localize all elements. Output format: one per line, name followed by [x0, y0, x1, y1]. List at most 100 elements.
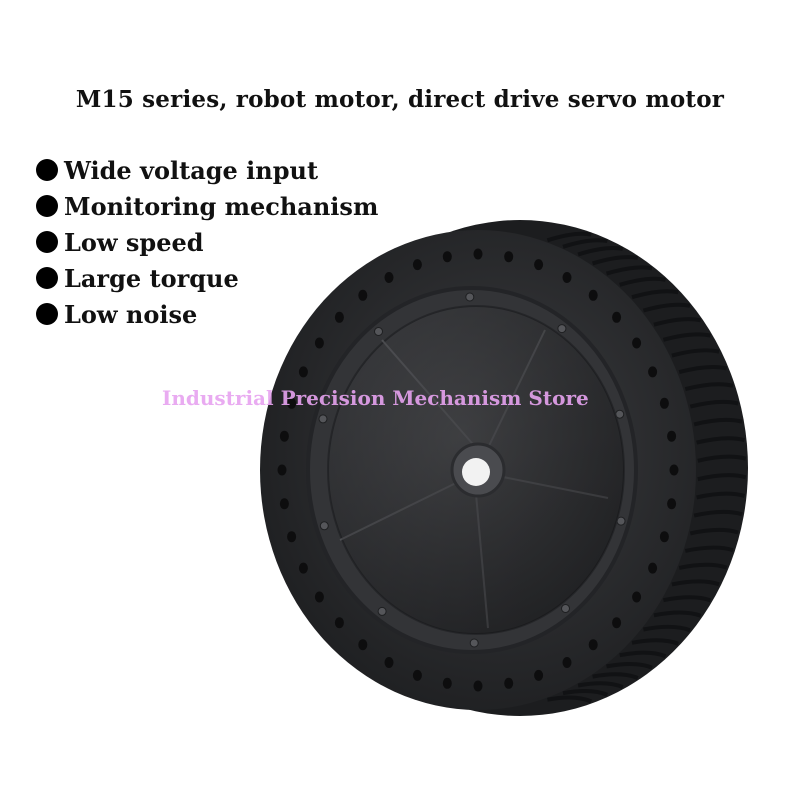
- feature-item: Wide voltage input: [36, 152, 378, 188]
- vent-hole: [358, 289, 368, 301]
- tread-groove: [671, 348, 720, 358]
- tread-groove: [684, 382, 734, 392]
- vent-hole: [287, 531, 297, 543]
- feature-item: Monitoring mechanism: [36, 188, 378, 224]
- vent-hole: [632, 591, 642, 603]
- bullet-icon: [36, 267, 58, 289]
- vent-hole: [667, 430, 677, 442]
- tread-groove: [697, 473, 747, 482]
- tread-groove: [678, 364, 728, 375]
- product-title: M15 series, robot motor, direct drive se…: [75, 86, 725, 113]
- tread-groove: [653, 317, 702, 327]
- feature-list: Wide voltage input Monitoring mechanism …: [36, 152, 378, 332]
- vent-hole: [442, 251, 452, 263]
- vent-hole: [334, 311, 344, 323]
- vent-hole: [298, 366, 308, 378]
- screw: [319, 521, 329, 531]
- tread-groove: [642, 302, 691, 313]
- tread-groove: [643, 624, 691, 633]
- bullet-icon: [36, 303, 58, 325]
- tread-groove: [592, 672, 639, 680]
- tread-groove: [562, 238, 608, 249]
- tread-groove: [671, 579, 720, 587]
- vent-hole: [562, 657, 572, 668]
- tread-groove: [662, 332, 711, 342]
- tread-groove: [678, 562, 728, 570]
- vent-hole: [279, 498, 289, 510]
- vent-hole: [277, 464, 287, 476]
- vent-hole: [473, 680, 483, 692]
- tread-groove: [577, 681, 624, 689]
- vent-hole: [534, 259, 544, 271]
- vent-hole: [667, 498, 677, 510]
- screw: [374, 327, 383, 336]
- tread-groove: [689, 527, 739, 536]
- vent-hole: [648, 562, 658, 574]
- tread-groove: [684, 545, 734, 553]
- vent-hole: [659, 397, 669, 409]
- tread-groove: [697, 454, 747, 463]
- vent-hole: [588, 289, 598, 301]
- screw: [318, 414, 328, 424]
- vent-hole: [612, 311, 622, 323]
- bullet-icon: [36, 159, 58, 181]
- vent-hole: [504, 251, 514, 263]
- vent-hole: [588, 639, 598, 651]
- vent-hole: [358, 639, 368, 651]
- tread-groove: [693, 509, 743, 518]
- tread-groove: [696, 491, 746, 500]
- tire-tread: [546, 231, 747, 704]
- vent-hole: [504, 677, 514, 689]
- screw: [561, 604, 570, 613]
- vent-hole: [442, 677, 452, 689]
- vent-hole: [534, 669, 544, 681]
- tread-groove: [631, 638, 679, 646]
- vent-hole: [562, 272, 572, 283]
- vent-hole: [287, 397, 297, 409]
- tread-groove: [689, 399, 739, 409]
- tread-groove: [605, 265, 653, 276]
- vent-hole: [279, 430, 289, 442]
- feature-item: Low noise: [36, 296, 378, 332]
- vent-hole: [412, 669, 422, 681]
- tread-groove: [547, 695, 593, 704]
- vent-hole: [412, 259, 422, 271]
- feature-item: Large torque: [36, 260, 378, 296]
- tread-groove: [577, 246, 624, 257]
- vent-hole: [298, 562, 308, 574]
- tread-groove: [663, 595, 712, 603]
- tread-groove: [619, 276, 666, 287]
- tread-groove: [631, 289, 679, 300]
- hub-ring-screws: [318, 292, 626, 648]
- tread-groove: [592, 255, 639, 266]
- screw: [377, 606, 387, 616]
- tread-groove: [546, 231, 592, 243]
- screw: [469, 638, 479, 648]
- axle-bore: [462, 458, 490, 486]
- vent-hole: [473, 248, 483, 260]
- tread-groove: [619, 650, 667, 659]
- tread-groove: [562, 689, 609, 697]
- vent-hole: [659, 531, 669, 543]
- vent-hole: [314, 591, 324, 603]
- vent-hole: [334, 617, 344, 629]
- tire-vent-holes: [277, 248, 679, 692]
- screw: [465, 292, 475, 302]
- vent-hole: [384, 272, 394, 283]
- screw: [557, 324, 567, 334]
- vent-hole: [314, 337, 324, 349]
- bullet-icon: [36, 231, 58, 253]
- vent-hole: [669, 464, 679, 476]
- vent-hole: [384, 657, 394, 668]
- bullet-icon: [36, 195, 58, 217]
- vent-hole: [648, 366, 658, 378]
- tread-groove: [693, 417, 743, 427]
- vent-hole: [632, 337, 642, 349]
- feature-item: Low speed: [36, 224, 378, 260]
- tread-groove: [653, 610, 702, 618]
- store-watermark: Industrial Precision Mechanism Store: [162, 386, 589, 410]
- tread-groove: [696, 436, 746, 445]
- vent-hole: [612, 617, 622, 629]
